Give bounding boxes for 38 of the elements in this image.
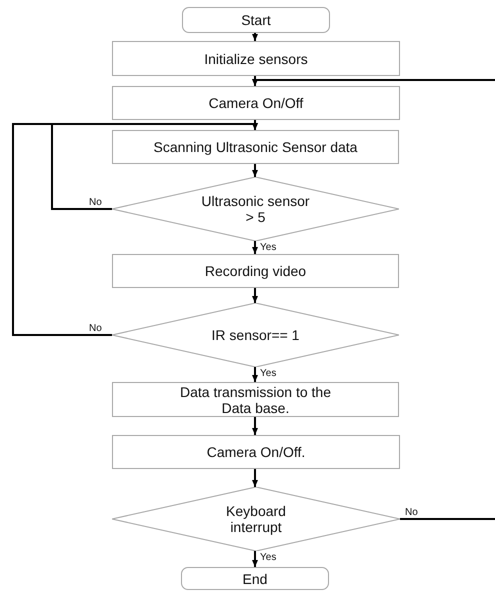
process-box: [112, 382, 399, 417]
terminal-box: [181, 567, 329, 590]
arrow: [252, 33, 258, 41]
node-label: Camera On/Off: [208, 95, 304, 111]
arrow: [252, 241, 258, 254]
node-label: Keyboard interrupt: [225, 503, 287, 535]
decision-diamond: [112, 177, 399, 241]
terminal-box: [182, 7, 330, 33]
node-label: Recording video: [204, 263, 308, 279]
process-box: [112, 254, 399, 288]
arrow: [12, 123, 258, 336]
arrow: [252, 417, 258, 435]
decision-diamond: [112, 487, 400, 551]
arrow: [252, 288, 258, 303]
edge-label: Yes: [259, 368, 278, 379]
node-label: Initialize sensors: [203, 50, 309, 66]
node-label: Scanning Ultrasonic Sensor data: [152, 139, 358, 155]
node-label: Ultrasonic sensor > 5: [200, 193, 311, 225]
decision-diamond: [112, 303, 399, 367]
edge-label: No: [88, 197, 103, 208]
process-box: [112, 86, 400, 120]
arrow: [252, 164, 258, 177]
arrow: [252, 79, 495, 86]
process-box: [112, 41, 400, 76]
arrow: [252, 367, 258, 382]
edge-label: No: [88, 323, 103, 334]
arrow: [252, 551, 258, 567]
edge-label: Yes: [259, 242, 278, 253]
process-box: [112, 435, 400, 469]
node-label: Data transmission to the Data base.: [179, 384, 332, 416]
edge-label: Yes: [259, 552, 278, 563]
edge-label: No: [404, 507, 419, 518]
node-label: IR sensor== 1: [210, 327, 300, 343]
node-label: End: [242, 570, 268, 586]
process-box: [112, 130, 399, 164]
node-label: Camera On/Off.: [206, 444, 306, 460]
node-label: Start: [240, 12, 272, 28]
arrow: [252, 469, 258, 487]
